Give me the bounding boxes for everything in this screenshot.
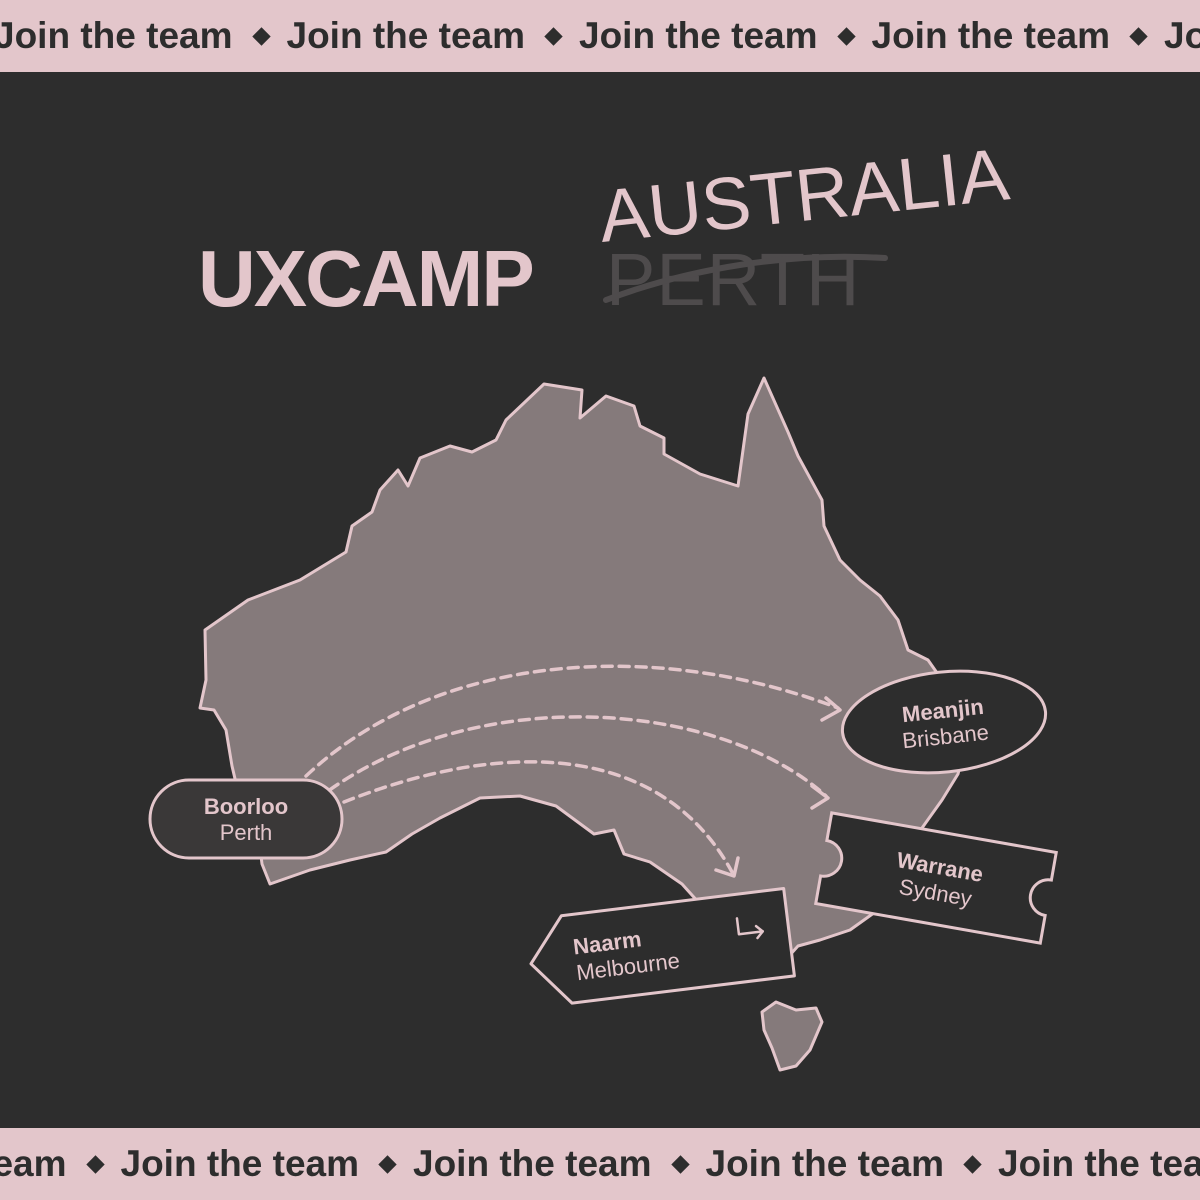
diamond-icon	[963, 1154, 982, 1174]
route-to-melbourne	[342, 760, 734, 874]
perth-indigenous-name: Boorloo	[204, 794, 288, 819]
route-arrowheads	[714, 696, 842, 878]
diamond-icon	[670, 1154, 690, 1174]
route-to-brisbane	[304, 664, 840, 778]
banner-text: Join the team	[0, 1143, 67, 1184]
route-to-sydney	[314, 715, 828, 802]
struck-city-title: PERTH	[606, 238, 860, 321]
brand-title: UXCAMP	[198, 234, 533, 323]
diamond-icon	[378, 1154, 397, 1174]
top-banner[interactable]: Join the team Join the team Join the team J…	[0, 0, 1200, 72]
location-melbourne: Naarm Melbourne	[529, 886, 796, 1005]
bottom-banner-track: Join the team Join the team Join the team J…	[0, 1143, 1200, 1185]
banner-text: Join the team	[579, 15, 818, 56]
tasmania-map	[760, 1000, 824, 1072]
perth-english-name: Perth	[220, 820, 273, 845]
diamond-icon	[85, 1154, 105, 1174]
banner-text: Join the team	[286, 15, 526, 56]
location-perth: Boorloo Perth	[148, 778, 344, 860]
banner-text: Join the team	[705, 1143, 945, 1184]
banner-text: Join the team	[0, 15, 233, 56]
banner-text: Join the team	[413, 1143, 652, 1184]
banner-text: Join the team	[871, 15, 1111, 56]
top-banner-track: Join the team Join the team Join the team J…	[0, 15, 1200, 57]
location-brisbane: Meanjin Brisbane	[840, 669, 1048, 775]
strike-through-line	[603, 253, 888, 303]
bottom-banner[interactable]: Join the team Join the team Join the team J…	[0, 1128, 1200, 1200]
turn-right-arrow-icon	[735, 917, 764, 940]
banner-text: Join the team	[1164, 15, 1200, 56]
location-sydney: Warrane Sydney	[814, 811, 1058, 945]
banner-text: Join the team	[120, 1143, 360, 1184]
route-arcs	[304, 664, 840, 874]
banner-text: Join the team	[998, 1143, 1200, 1184]
